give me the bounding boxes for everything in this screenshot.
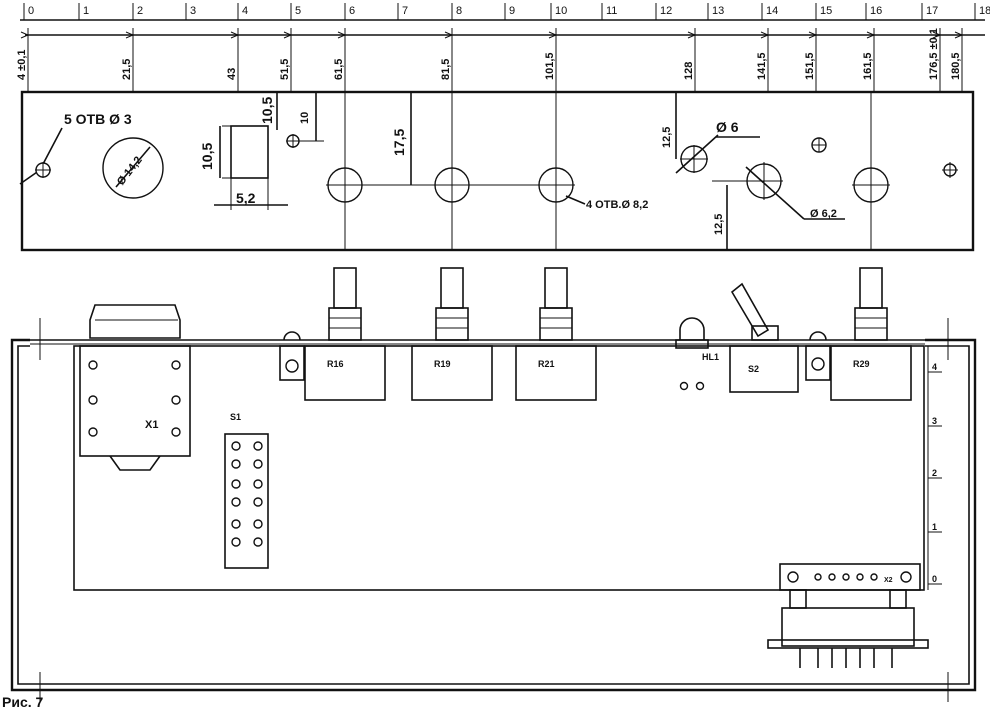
h10-note: 10 [299, 112, 311, 124]
side-scale-number: 0 [932, 574, 937, 584]
h125a-note: 12,5 [661, 127, 673, 148]
ruler-number: 18 [979, 5, 990, 17]
dimension-value: 151,5 [804, 52, 816, 80]
r29-label: R29 [853, 359, 870, 369]
potentiometer-r21: R21 [515, 267, 597, 401]
dimension-value: 61,5 [333, 59, 345, 80]
h105-note: 10,5 [199, 143, 215, 170]
pcb [73, 345, 925, 591]
dimension-value: 21,5 [121, 59, 133, 80]
potentiometer-r16: R16 [304, 267, 386, 401]
front-panel: 5 ОТВ Ø 3 Ø 14,2 10,5 5,2 10,5 10 17,5 [19, 90, 975, 252]
ruler-number: 16 [870, 5, 882, 17]
ruler-number: 0 [28, 5, 34, 17]
ruler-number: 10 [555, 5, 567, 17]
x1-label: X1 [145, 419, 158, 431]
dimension-value: 180,5 [950, 52, 962, 80]
ruler-number: 9 [509, 5, 515, 17]
side-scale-number: 1 [932, 522, 937, 532]
dimension-value: 141,5 [756, 52, 768, 80]
h175-note: 17,5 [391, 129, 407, 156]
toggle-s2: S2 [729, 282, 799, 393]
side-scale-number: 4 [932, 362, 937, 372]
dimension-value: 51,5 [279, 59, 291, 80]
holes4-note: 4 ОТВ.Ø 8,2 [586, 199, 648, 211]
ruler-number: 1 [83, 5, 89, 17]
w52-note: 5,2 [236, 190, 256, 206]
figure-caption: Рис. 7 [2, 694, 44, 710]
potentiometer-r29: R29 [830, 267, 912, 401]
switch-s1: S1 [224, 412, 269, 569]
ruler-number: 2 [137, 5, 143, 17]
dimension-value: 81,5 [440, 59, 452, 80]
dimension-row: 4 ±0,1 21,5 43 51,5 61,5 81,5 101,5 128 141,5 151… [16, 28, 985, 92]
ruler-number: 15 [820, 5, 832, 17]
d62-note: Ø 6,2 [810, 208, 837, 220]
ruler-number: 7 [402, 5, 408, 17]
hl1-label: HL1 [702, 352, 719, 362]
dimension-value: 176,5 ±0,1 [928, 28, 940, 80]
ruler-number: 11 [606, 5, 617, 17]
dimension-value: 128 [683, 62, 695, 80]
side-scale-number: 3 [932, 416, 937, 426]
r21-label: R21 [538, 359, 555, 369]
connector-x2: X2 [767, 563, 929, 668]
led-hl1: HL1 [675, 317, 719, 391]
side-scale: 4 3 2 1 0 [927, 346, 942, 590]
ruler-number: 8 [456, 5, 462, 17]
s1-label: S1 [230, 412, 241, 422]
switch-cutout [230, 125, 269, 179]
bracket-left [279, 345, 305, 381]
s2-label: S2 [748, 364, 759, 374]
ruler-number: 12 [660, 5, 672, 17]
ruler-number: 6 [349, 5, 355, 17]
d6-note: Ø 6 [716, 119, 739, 135]
bracket-right [805, 345, 831, 381]
ruler-number: 5 [295, 5, 301, 17]
h125b-note: 12,5 [713, 214, 725, 235]
potentiometer-r19: R19 [411, 267, 493, 401]
x2-label: X2 [884, 577, 893, 584]
r19-label: R19 [434, 359, 451, 369]
ruler-number: 4 [242, 5, 248, 17]
side-scale-number: 2 [932, 468, 937, 478]
chassis-view: X1 S1 R16 R19 R21 R29 HL1 S2 [10, 267, 977, 702]
dimension-value: 4 ±0,1 [16, 49, 28, 80]
holes5-note: 5 ОТВ Ø 3 [64, 111, 132, 127]
jack-x1: X1 [79, 304, 191, 471]
h105b-note: 10,5 [259, 97, 275, 124]
ruler-number: 3 [190, 5, 196, 17]
ruler-number: 17 [926, 5, 938, 17]
dimension-value: 161,5 [862, 52, 874, 80]
r16-label: R16 [327, 359, 344, 369]
dimension-value: 101,5 [544, 52, 556, 80]
ruler-number: 13 [712, 5, 724, 17]
dimension-value: 43 [226, 68, 238, 80]
ruler-number: 14 [766, 5, 778, 17]
